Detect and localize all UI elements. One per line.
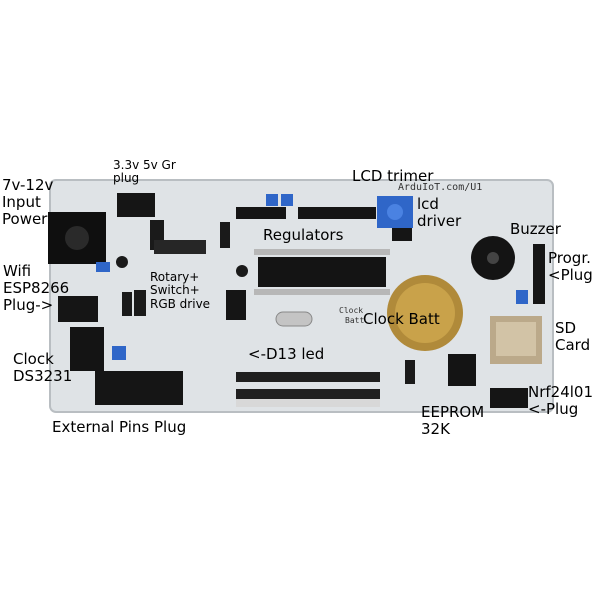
silk-clock: Clock bbox=[339, 306, 363, 315]
label-rotary: Rotary+ Switch+ RGB drive bbox=[150, 270, 211, 311]
silk-url: ArduIoT.com/U1 bbox=[398, 182, 482, 193]
label-clock: Clock DS3231 bbox=[13, 350, 73, 385]
eeprom-chip bbox=[448, 354, 476, 386]
label-prog-plug: Progr. <Plug bbox=[548, 249, 593, 284]
wifi-header bbox=[58, 296, 98, 322]
label-lcd-trimmer: LCD trimer bbox=[352, 167, 434, 185]
top-header bbox=[298, 207, 376, 219]
nrf-header bbox=[490, 388, 528, 408]
pcb-board bbox=[49, 179, 554, 413]
external-pins-header bbox=[95, 371, 183, 405]
label-wifi: Wifi ESP8266 Plug-> bbox=[3, 262, 70, 314]
label-lcd-driver: lcd driver bbox=[417, 195, 462, 230]
label-eeprom: EEPROM 32K bbox=[421, 403, 485, 438]
label-d13-led: <-D13 led bbox=[248, 345, 325, 363]
label-input-power: 7v-12v Input Power bbox=[2, 176, 54, 228]
label-buzzer: Buzzer bbox=[510, 220, 561, 238]
label-regulators: Regulators bbox=[263, 226, 344, 244]
label-clock-batt: Clock Batt bbox=[363, 310, 440, 328]
silk-clock-batt: Clock Batt bbox=[339, 306, 368, 325]
supply-header bbox=[117, 193, 155, 217]
crystal bbox=[275, 311, 313, 327]
label-external-pins: External Pins Plug bbox=[52, 418, 187, 436]
silk-batt: Batt bbox=[345, 316, 364, 325]
label-nrf: Nrf24l01 <-Plug bbox=[528, 383, 594, 418]
mcu-chip bbox=[258, 257, 386, 287]
clock-chip bbox=[70, 327, 104, 371]
label-sd-card: SD Card bbox=[555, 319, 591, 354]
prog-header bbox=[533, 244, 545, 304]
label-supply-plug: 3.3v 5v Gr plug bbox=[113, 158, 176, 186]
